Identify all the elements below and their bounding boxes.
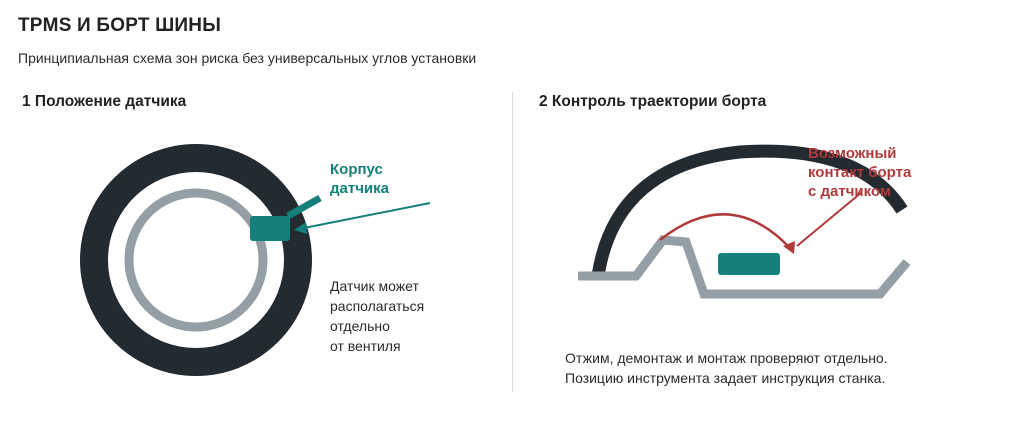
warning-callout-line bbox=[796, 191, 863, 247]
warning-label: Возможный контакт борта с датчиком bbox=[808, 144, 911, 201]
panel-divider bbox=[512, 92, 513, 392]
note-line: от вентиля bbox=[330, 338, 401, 354]
procedure-caption: Отжим, демонтаж и монтаж проверяют отдел… bbox=[565, 348, 888, 388]
sensor-callout-arrowhead bbox=[294, 222, 307, 234]
note-line: располагаться bbox=[330, 298, 425, 314]
bead-trajectory-arrowhead bbox=[783, 241, 795, 254]
page-title: TPMS И БОРТ ШИНЫ bbox=[18, 15, 222, 36]
tire-ring bbox=[80, 144, 312, 376]
page-subtitle: Принципиальная схема зон риска без униве… bbox=[18, 50, 477, 66]
caption-line: Позицию инструмента задает инструкция ст… bbox=[565, 370, 886, 386]
bead-path-diagram bbox=[578, 144, 911, 299]
section-heading-sensor-position: 1 Положение датчика bbox=[22, 93, 187, 110]
sensor-label-line: датчика bbox=[330, 180, 389, 197]
warning-label-line: с датчиком bbox=[808, 183, 892, 200]
sensor-label-line: Корпус bbox=[330, 161, 383, 178]
tire-bead-arc bbox=[591, 144, 908, 278]
rim-profile bbox=[578, 235, 911, 299]
section-heading-bead-path: 2 Контроль траектории борта bbox=[539, 93, 767, 110]
sensor-label: Корпус датчика bbox=[330, 160, 389, 198]
valve-stem bbox=[286, 194, 322, 220]
warning-label-line: контакт борта bbox=[808, 164, 912, 181]
note-line: Датчик может bbox=[330, 278, 419, 294]
sensor-callout-line bbox=[303, 202, 431, 229]
sensor-note: Датчик может располагаться отдельно от в… bbox=[330, 276, 424, 356]
rim-ring bbox=[124, 188, 268, 332]
warning-label-line: Возможный bbox=[808, 145, 897, 162]
note-line: отдельно bbox=[330, 318, 390, 334]
bead-trajectory-arrow bbox=[659, 213, 791, 249]
sensor-body bbox=[250, 216, 290, 241]
tire-wheel-diagram bbox=[80, 144, 431, 376]
caption-line: Отжим, демонтаж и монтаж проверяют отдел… bbox=[565, 350, 888, 366]
sensor-body-side bbox=[718, 253, 780, 275]
